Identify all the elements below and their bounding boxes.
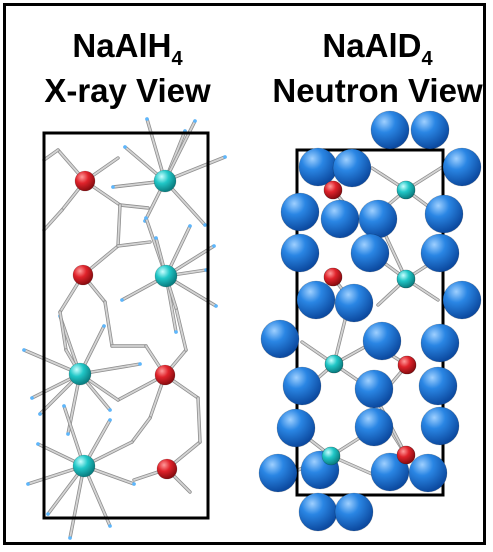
hydrogen-tip (214, 304, 218, 308)
hydrogen-tip (108, 524, 112, 528)
sodium-atom (74, 170, 96, 192)
deuterium-atom (280, 233, 320, 273)
aluminum-atom (154, 264, 178, 288)
deuterium-atom (362, 321, 402, 361)
hydrogen-tip (111, 185, 115, 189)
deuterium-atom (420, 406, 460, 446)
deuterium-atom (358, 199, 398, 239)
hydrogen-tip (132, 482, 136, 486)
hydrogen-tip (30, 396, 34, 400)
hydrogen-tip (120, 298, 124, 302)
formula-naald4: NaAlD4 (322, 27, 433, 70)
hydrogen-tip (154, 236, 158, 240)
bond (43, 209, 63, 231)
bond (164, 120, 196, 182)
hydrogen-tip (46, 512, 50, 516)
hydrogen-tip (68, 536, 72, 540)
hydrogen-tip (145, 117, 149, 121)
aluminum-atom (321, 446, 341, 466)
formula-naalh4: NaAlH4 (72, 27, 183, 70)
deuterium-atom (420, 233, 460, 273)
sodium-atom (323, 267, 343, 287)
deuterium-atom (442, 147, 482, 187)
sodium-atom (396, 445, 416, 465)
hydrogen-tip (203, 223, 207, 227)
aluminum-atom (396, 269, 416, 289)
hydrogen-tip (36, 442, 40, 446)
deuterium-atom (298, 147, 338, 187)
neutron-atoms (258, 110, 482, 532)
hydrogen-tip (138, 362, 142, 366)
deuterium-atom (296, 280, 336, 320)
bond (117, 241, 151, 247)
xray-structure-panel (22, 117, 227, 540)
deuterium-atom (298, 492, 338, 532)
deuterium-atom (332, 148, 372, 188)
hydrogen-tip (193, 119, 197, 123)
deuterium-atom (334, 283, 374, 323)
bond (104, 301, 113, 347)
aluminum-atom (396, 180, 416, 200)
hydrogen-tip (188, 224, 192, 228)
deuterium-atom (424, 194, 464, 234)
deuterium-atom (354, 369, 394, 409)
hydrogen-tip (22, 348, 26, 352)
deuterium-atom (260, 319, 300, 359)
bond (69, 465, 85, 539)
hydrogen-tip (174, 330, 178, 334)
deuterium-atom (420, 323, 460, 363)
bond (117, 204, 121, 247)
neutron-view-label: Neutron View (272, 72, 483, 109)
aluminum-atom (72, 454, 96, 478)
deuterium-atom (370, 110, 410, 150)
bond (175, 307, 187, 351)
sodium-atom (156, 458, 178, 480)
neutron-structure-panel (258, 110, 482, 532)
hydrogen-tip (108, 408, 112, 412)
bond (59, 311, 67, 351)
sodium-atom (323, 180, 343, 200)
deuterium-atom (276, 408, 316, 448)
hydrogen-tip (223, 155, 227, 159)
bond (131, 417, 151, 443)
title-neutron: NaAlD4 Neutron View (270, 26, 485, 111)
deuterium-atom (282, 366, 322, 406)
bond (43, 149, 59, 161)
hydrogen-tip (123, 145, 127, 149)
bond (197, 397, 201, 443)
deuterium-atom (258, 453, 298, 493)
title-xray: NaAlH4 X-ray View (20, 26, 235, 111)
neutron-unit-cell (295, 148, 445, 497)
deuterium-atom (320, 199, 360, 239)
sodium-atom (72, 264, 94, 286)
deuterium-atom (350, 233, 390, 273)
hydrogen-tip (26, 482, 30, 486)
xray-atoms (68, 169, 178, 480)
sodium-atom (154, 364, 176, 386)
aluminum-atom (324, 354, 344, 374)
hydrogen-tip (38, 412, 42, 416)
deuterium-atom (354, 407, 394, 447)
bond (119, 204, 149, 209)
xray-unit-cell (42, 131, 210, 520)
hydrogen-tip (212, 244, 216, 248)
hydrogen-tip (102, 324, 106, 328)
xray-bond-network (22, 117, 227, 540)
aluminum-atom (153, 169, 177, 193)
deuterium-atom (280, 192, 320, 232)
hydrogen-tip (108, 418, 112, 422)
hydrogen-tip (62, 404, 66, 408)
deuterium-atom (334, 492, 374, 532)
deuterium-atom (442, 280, 482, 320)
aluminum-atom (68, 362, 92, 386)
deuterium-atom (410, 110, 450, 150)
deuterium-atom (418, 366, 458, 406)
hydrogen-tip (144, 216, 148, 220)
xray-view-label: X-ray View (44, 72, 211, 109)
hydrogen-tip (66, 432, 70, 436)
deuterium-atom (370, 452, 410, 492)
sodium-atom (397, 355, 417, 375)
deuterium-atom (408, 453, 448, 493)
